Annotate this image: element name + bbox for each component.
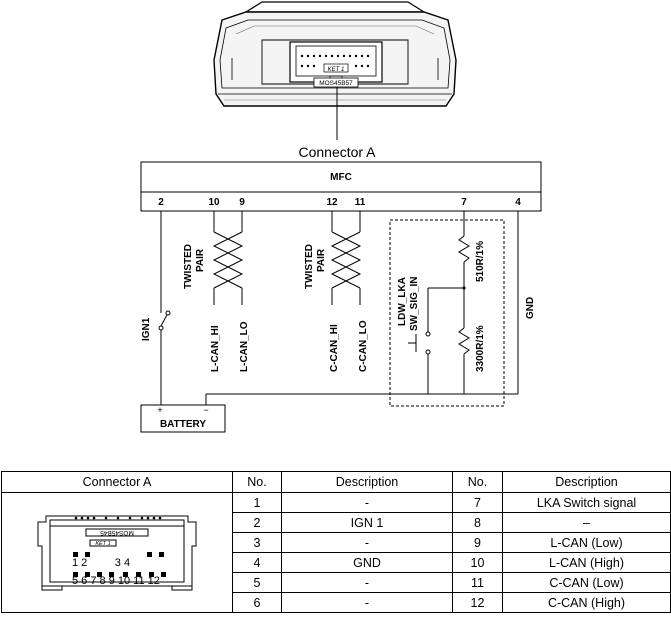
table-row: 4 GND 10 L-CAN (High) [2, 552, 671, 573]
mfc-pin-7: 7 [461, 197, 467, 208]
connector-drawing-cell: MOS45B45 KET 1 1 2 3 4 5 6 7 8 9 10 11 1… [1, 492, 233, 613]
battery-plus: + [157, 405, 162, 415]
pin-no: 11 [452, 572, 503, 593]
switch-contacts [158, 310, 431, 355]
pin-description: L-CAN (Low) [502, 532, 671, 553]
ldw-lka-label: LDW_LKA [397, 277, 408, 326]
divider-node-dot [462, 286, 466, 290]
twisted-pair-2-label-a: TWISTED [304, 244, 315, 289]
module-pin-dots [300, 54, 370, 68]
mfc-pin-12: 12 [326, 197, 338, 208]
mfc-box [140, 161, 542, 212]
connector-a-pin-row-1: 1 2 3 4 [72, 557, 130, 569]
module-tag: KET 1 [328, 67, 345, 73]
table-row: 6 - 12 C-CAN (High) [2, 592, 671, 613]
pin-no: 6 [232, 592, 282, 613]
pin-description: – [502, 512, 671, 533]
gnd-label: GND [525, 297, 536, 319]
pin-no: 1 [232, 492, 282, 513]
connector-a-face-drawing: MOS45B45 KET 1 1 2 3 4 5 6 7 8 9 10 11 1… [37, 515, 197, 590]
battery-minus: − [203, 405, 208, 415]
pin-no: 12 [452, 592, 503, 613]
c-can-hi-label: C-CAN_HI [329, 324, 340, 372]
module-housing-illustration [213, 1, 457, 107]
battery-label: BATTERY [160, 419, 206, 430]
pin-no: 3 [232, 532, 282, 553]
table-row: MOS45B45 KET 1 1 2 3 4 5 6 7 8 9 10 11 1… [1, 492, 671, 613]
pin-description: - [281, 572, 453, 593]
pin-no: 5 [232, 572, 282, 593]
resistor-510r [458, 235, 470, 263]
connector-a-label: Connector A [298, 144, 376, 160]
l-can-lo-label: L-CAN_LO [239, 321, 250, 372]
resistor-3300r-label: 3300R/1% [475, 325, 486, 372]
resistor-510r-label: 510R/1% [475, 241, 486, 282]
pin-description: IGN 1 [281, 512, 453, 533]
wiring [160, 211, 519, 407]
pin-no: 7 [452, 492, 503, 513]
table-row: 3 - 9 L-CAN (Low) [2, 532, 671, 553]
connector-a-pin-row-2: 5 6 7 8 9 10 11 12 [72, 575, 160, 587]
table-row: 5 - 11 C-CAN (Low) [2, 572, 671, 593]
sw-sig-in-label: SW_SIG_IN [409, 277, 420, 331]
pin-no: 10 [452, 552, 503, 573]
twisted-pair-1-label-a: TWISTED [183, 244, 194, 289]
twisted-pair-2 [330, 231, 362, 289]
mfc-pin-2: 2 [158, 197, 164, 208]
resistor-3300r [458, 327, 470, 355]
pin-description: C-CAN (Low) [502, 572, 671, 593]
pin-description: L-CAN (High) [502, 552, 671, 573]
header-description-1: Description [281, 471, 453, 493]
twisted-pair-1-label-b: PAIR [195, 248, 206, 272]
twisted-pair-1 [212, 231, 244, 289]
l-can-hi-label: L-CAN_HI [210, 325, 221, 372]
connector-a-part: MOS45B45 [100, 529, 134, 536]
header-no-2: No. [452, 471, 503, 493]
twisted-pair-2-label-b: PAIR [316, 248, 327, 272]
pin-description: LKA Switch signal [502, 492, 671, 513]
pin-description: - [281, 592, 453, 613]
pin-no: 9 [452, 532, 503, 553]
pin-no: 2 [232, 512, 282, 533]
c-can-lo-label: C-CAN_LO [358, 320, 369, 372]
header-connector-a: Connector A [1, 471, 233, 493]
pin-description: C-CAN (High) [502, 592, 671, 613]
battery-box [140, 404, 226, 433]
mfc-pin-10: 10 [208, 197, 220, 208]
pin-no: 4 [232, 552, 282, 573]
mfc-pin-9: 9 [239, 197, 245, 208]
header-description-2: Description [502, 471, 671, 493]
wiring-diagram: KET 1 MOS45B57 Connector A MFC 2 10 9 12… [140, 1, 542, 433]
mfc-pin-4: 4 [515, 197, 521, 208]
header-no-1: No. [232, 471, 282, 493]
pin-description: GND [281, 552, 453, 573]
mfc-title: MFC [330, 172, 352, 183]
pin-description: - [281, 532, 453, 553]
ign1-label: IGN1 [141, 317, 152, 341]
mfc-pin-11: 11 [355, 197, 366, 208]
switch-module-outline [389, 219, 505, 407]
connector-a-tag: KET 1 [95, 541, 110, 547]
pin-no: 8 [452, 512, 503, 533]
table-header-row: Connector A No. Description No. Descript… [1, 471, 671, 493]
pinout-table: Connector A No. Description No. Descript… [1, 471, 671, 613]
module-part-number: MOS45B57 [319, 80, 353, 87]
pin-description: - [281, 492, 453, 513]
